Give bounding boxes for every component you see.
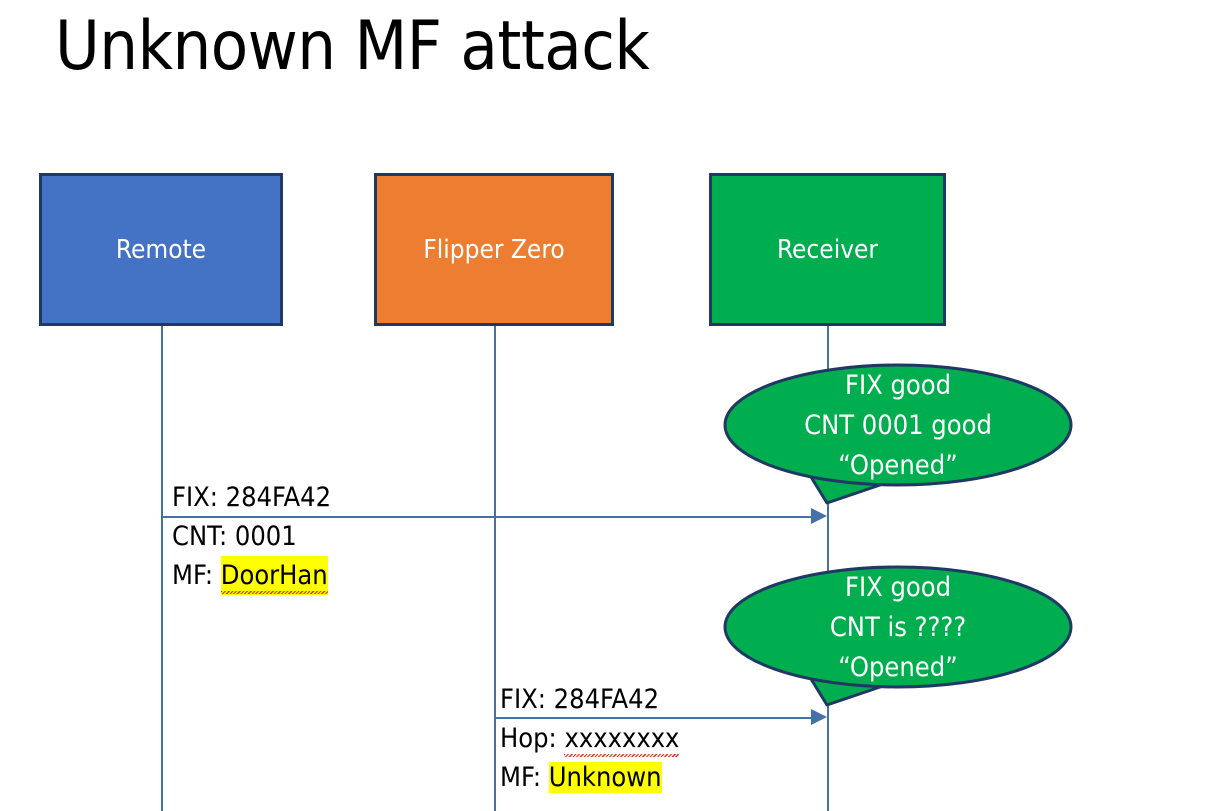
message-1-line-1-label: FIX: bbox=[172, 482, 226, 513]
lifeline-flipper bbox=[494, 326, 496, 811]
message-1-line-3-value: DoorHan bbox=[220, 556, 328, 595]
message-1-line-2-label: CNT: bbox=[172, 521, 235, 552]
message-2-line-3-value: Unknown bbox=[548, 762, 662, 793]
message-arrow-2-head bbox=[811, 709, 827, 725]
message-arrow-1-head bbox=[811, 508, 827, 524]
message-2-line-3: MF: Unknown bbox=[500, 758, 679, 797]
message-2-line-2-value: xxxxxxxx bbox=[564, 719, 679, 758]
actor-label-receiver: Receiver bbox=[776, 234, 879, 265]
message-1-line-3: MF: DoorHan bbox=[172, 556, 331, 595]
message-1-line-1-value: 284FA42 bbox=[225, 482, 332, 513]
message-1-line-2-value: 0001 bbox=[234, 521, 297, 552]
speech-bubble-1-shape bbox=[723, 363, 1073, 505]
actor-box-receiver[interactable]: Receiver bbox=[709, 173, 946, 326]
speech-bubble-2-shape bbox=[723, 565, 1073, 707]
actor-label-flipper: Flipper Zero bbox=[423, 234, 565, 265]
actor-box-remote[interactable]: Remote bbox=[39, 173, 283, 326]
actor-label-remote: Remote bbox=[115, 234, 207, 265]
message-arrow-2-line bbox=[494, 717, 813, 719]
speech-bubble-1[interactable]: FIX good CNT 0001 good “Opened” bbox=[723, 361, 1073, 519]
message-1-text: FIX: 284FA42 CNT: 0001 MF: DoorHan bbox=[172, 478, 331, 595]
message-1-line-1: FIX: 284FA42 bbox=[172, 478, 331, 517]
message-1-line-2: CNT: 0001 bbox=[172, 517, 331, 556]
message-2-line-1-value: 284FA42 bbox=[553, 684, 660, 715]
message-2-line-1: FIX: 284FA42 bbox=[500, 680, 679, 719]
message-2-text: FIX: 284FA42 Hop: xxxxxxxx MF: Unknown bbox=[500, 680, 679, 797]
message-2-line-2-label: Hop: bbox=[500, 723, 565, 754]
page-title: Unknown MF attack bbox=[55, 7, 650, 86]
lifeline-remote bbox=[161, 326, 163, 811]
message-2-line-3-label: MF: bbox=[500, 762, 549, 793]
lifeline-receiver bbox=[827, 326, 829, 811]
message-2-line-1-label: FIX: bbox=[500, 684, 554, 715]
message-1-line-3-label: MF: bbox=[172, 560, 221, 591]
speech-bubble-2[interactable]: FIX good CNT is ???? “Opened” bbox=[723, 563, 1073, 721]
message-arrow-1-line bbox=[161, 516, 813, 518]
message-2-line-2: Hop: xxxxxxxx bbox=[500, 719, 679, 758]
actor-box-flipper[interactable]: Flipper Zero bbox=[374, 173, 614, 326]
